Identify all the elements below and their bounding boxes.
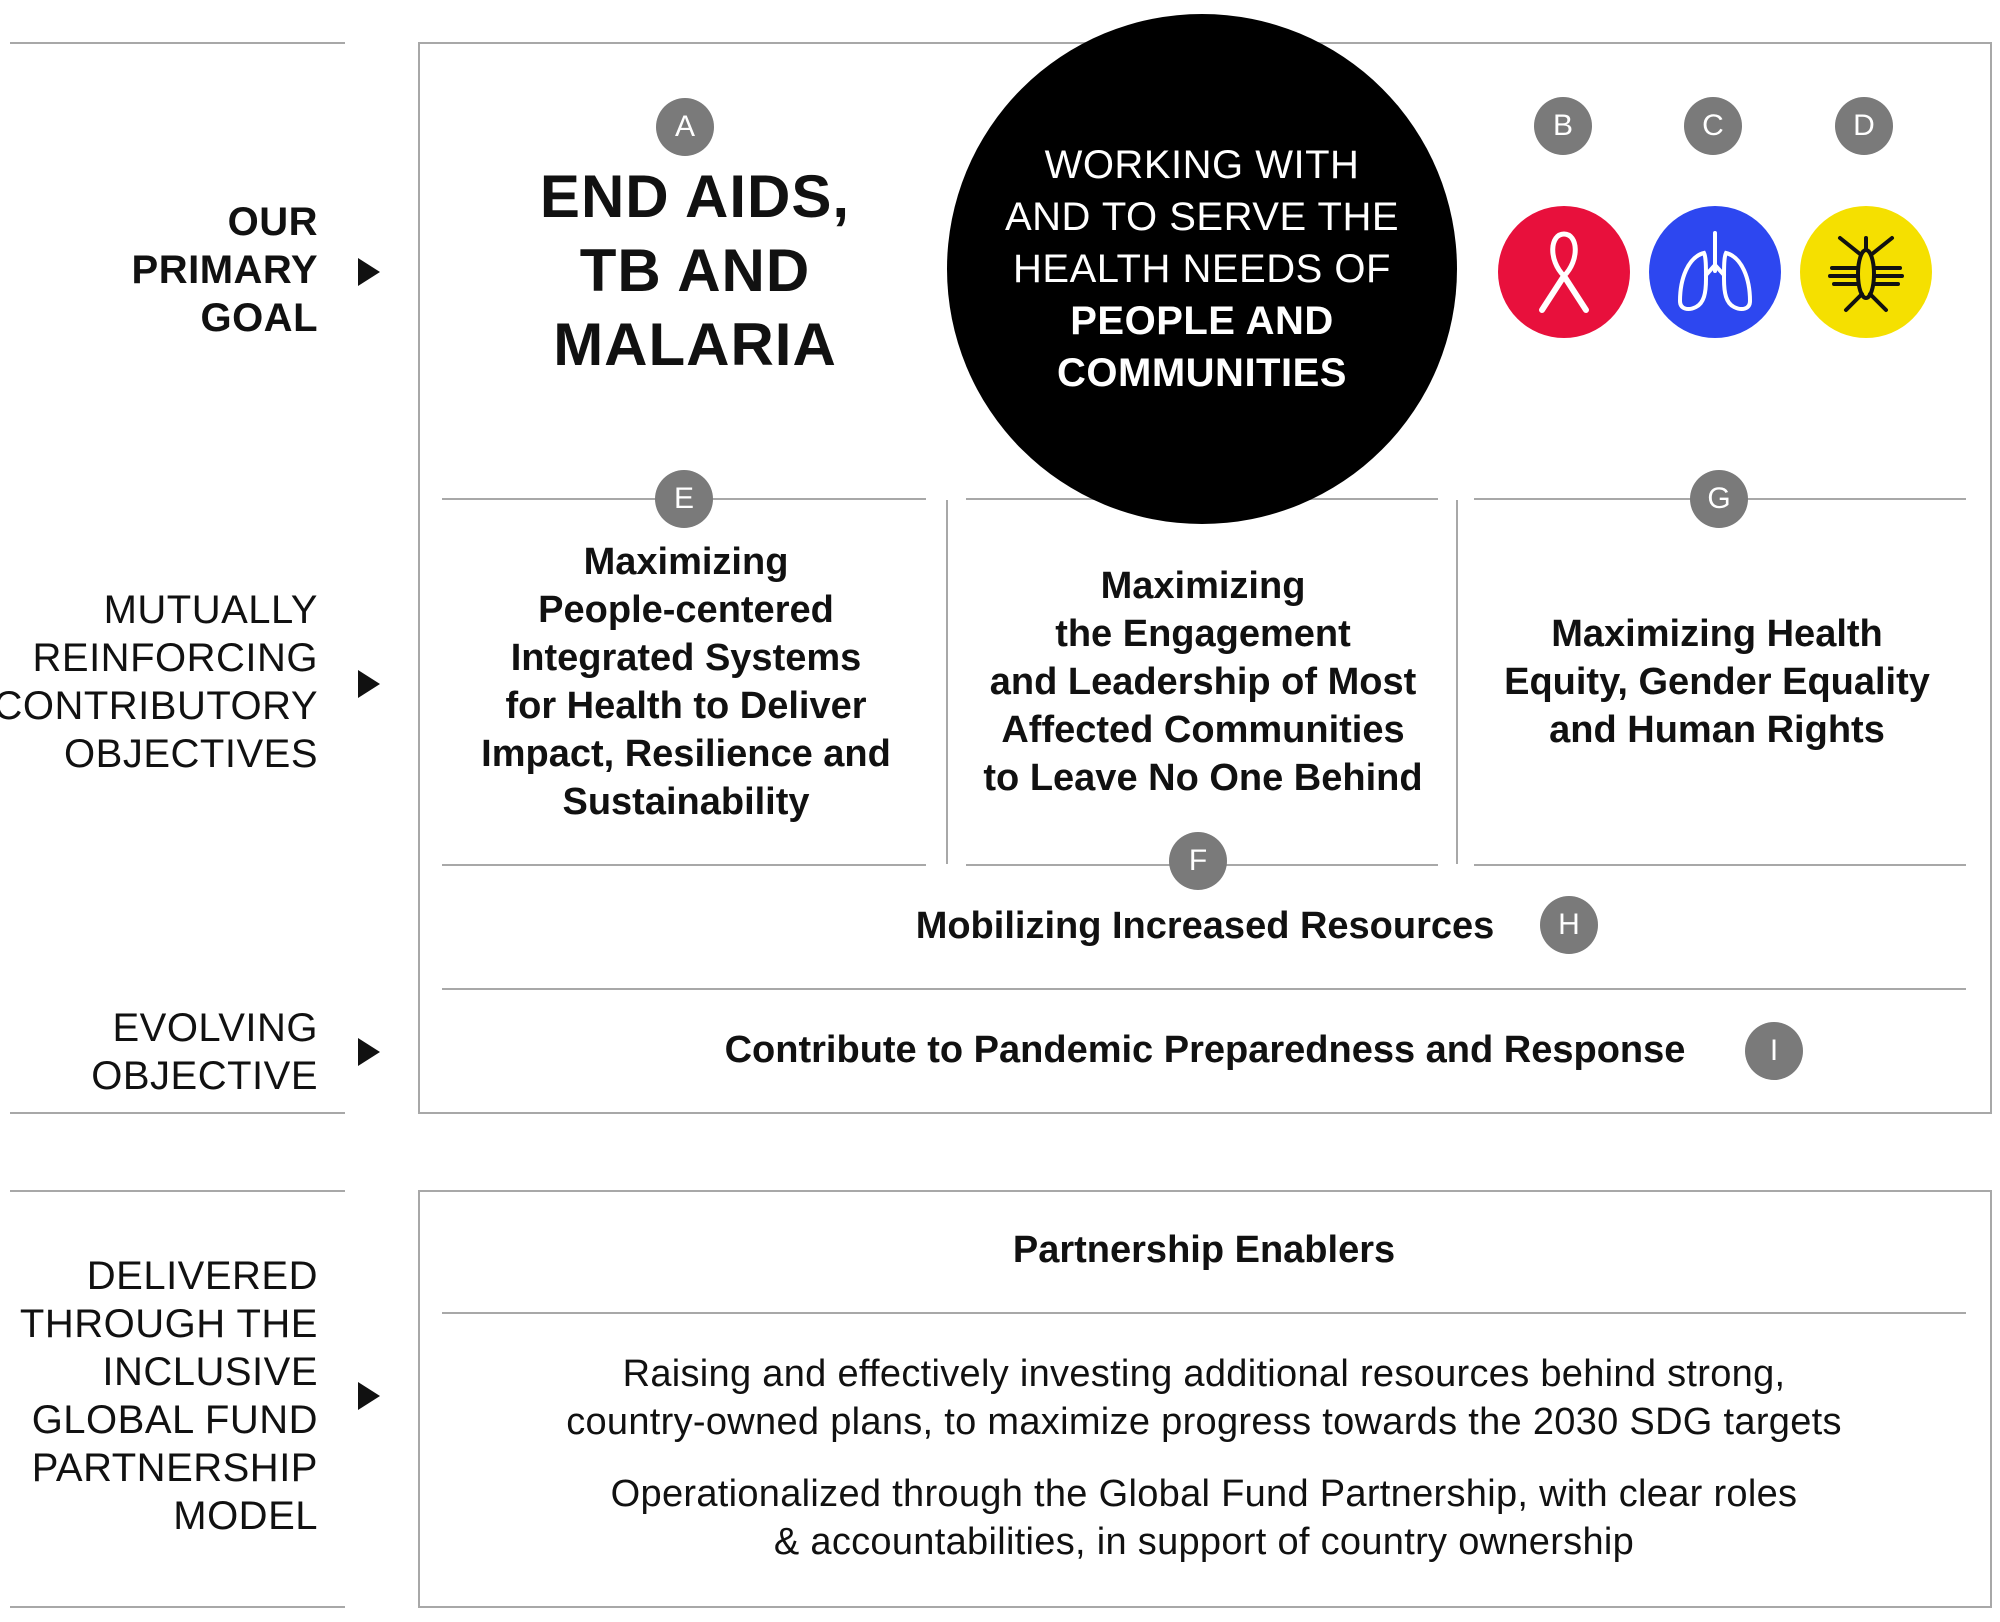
objectives-column-divider-2 (1456, 500, 1458, 864)
arrow-contributory (358, 670, 380, 698)
resources-bottom-divider (442, 988, 1966, 990)
objective-pandemic-preparedness: Contribute to Pandemic Preparedness and … (724, 1029, 1686, 1071)
hiv-ribbon-icon (1498, 206, 1630, 338)
row-label-evolving-objective: EVOLVING OBJECTIVE (91, 1006, 318, 1098)
objective-mobilizing-resources: Mobilizing Increased Resources (915, 905, 1495, 947)
mosquito-icon (1800, 206, 1932, 338)
arrow-primary-goal (358, 258, 380, 286)
badge-a: A (656, 98, 714, 156)
partnership-paragraph-operationalized: Operationalized through the Global Fund … (610, 1473, 1798, 1563)
row-label-primary-goal: OUR PRIMARY GOAL (131, 200, 318, 340)
left-bottom-divider (10, 1606, 345, 1608)
badge-b: B (1534, 97, 1592, 155)
primary-goal-text: END AIDS, TB AND MALARIA (539, 163, 851, 378)
arrow-evolving (358, 1038, 380, 1066)
partnership-enablers-title: Partnership Enablers (1012, 1229, 1396, 1271)
left-top-divider (10, 42, 345, 44)
partnership-paragraph-resources: Raising and effectively investing additi… (566, 1353, 1842, 1443)
objectives-bottom-divider-left (442, 864, 926, 866)
badge-d: D (1835, 97, 1893, 155)
objective-community-engagement: Maximizing the Engagement and Leadership… (983, 565, 1423, 799)
row-label-contributory-objectives: MUTUALLY REINFORCING CONTRIBUTORY OBJECT… (0, 588, 318, 776)
badge-f: F (1169, 832, 1227, 890)
badge-h: H (1540, 896, 1598, 954)
partnership-divider (442, 1312, 1966, 1314)
row-label-delivered: DELIVERED THROUGH THE INCLUSIVE GLOBAL F… (19, 1254, 318, 1538)
badge-g: G (1690, 470, 1748, 528)
lungs-icon (1649, 206, 1781, 338)
objective-integrated-systems: Maximizing People-centered Integrated Sy… (481, 541, 891, 823)
badge-c: C (1684, 97, 1742, 155)
partnership-frame (418, 1190, 1992, 1608)
objectives-bottom-divider-right (1474, 864, 1966, 866)
left-partnership-top-divider (10, 1190, 345, 1192)
objectives-column-divider-1 (946, 500, 948, 864)
arrow-delivered (358, 1382, 380, 1410)
badge-i: I (1745, 1022, 1803, 1080)
objective-health-equity: Maximizing Health Equity, Gender Equalit… (1504, 613, 1930, 751)
badge-e: E (655, 470, 713, 528)
left-middle-divider (10, 1112, 345, 1114)
people-communities-circle: WORKING WITH AND TO SERVE THE HEALTH NEE… (947, 14, 1457, 524)
